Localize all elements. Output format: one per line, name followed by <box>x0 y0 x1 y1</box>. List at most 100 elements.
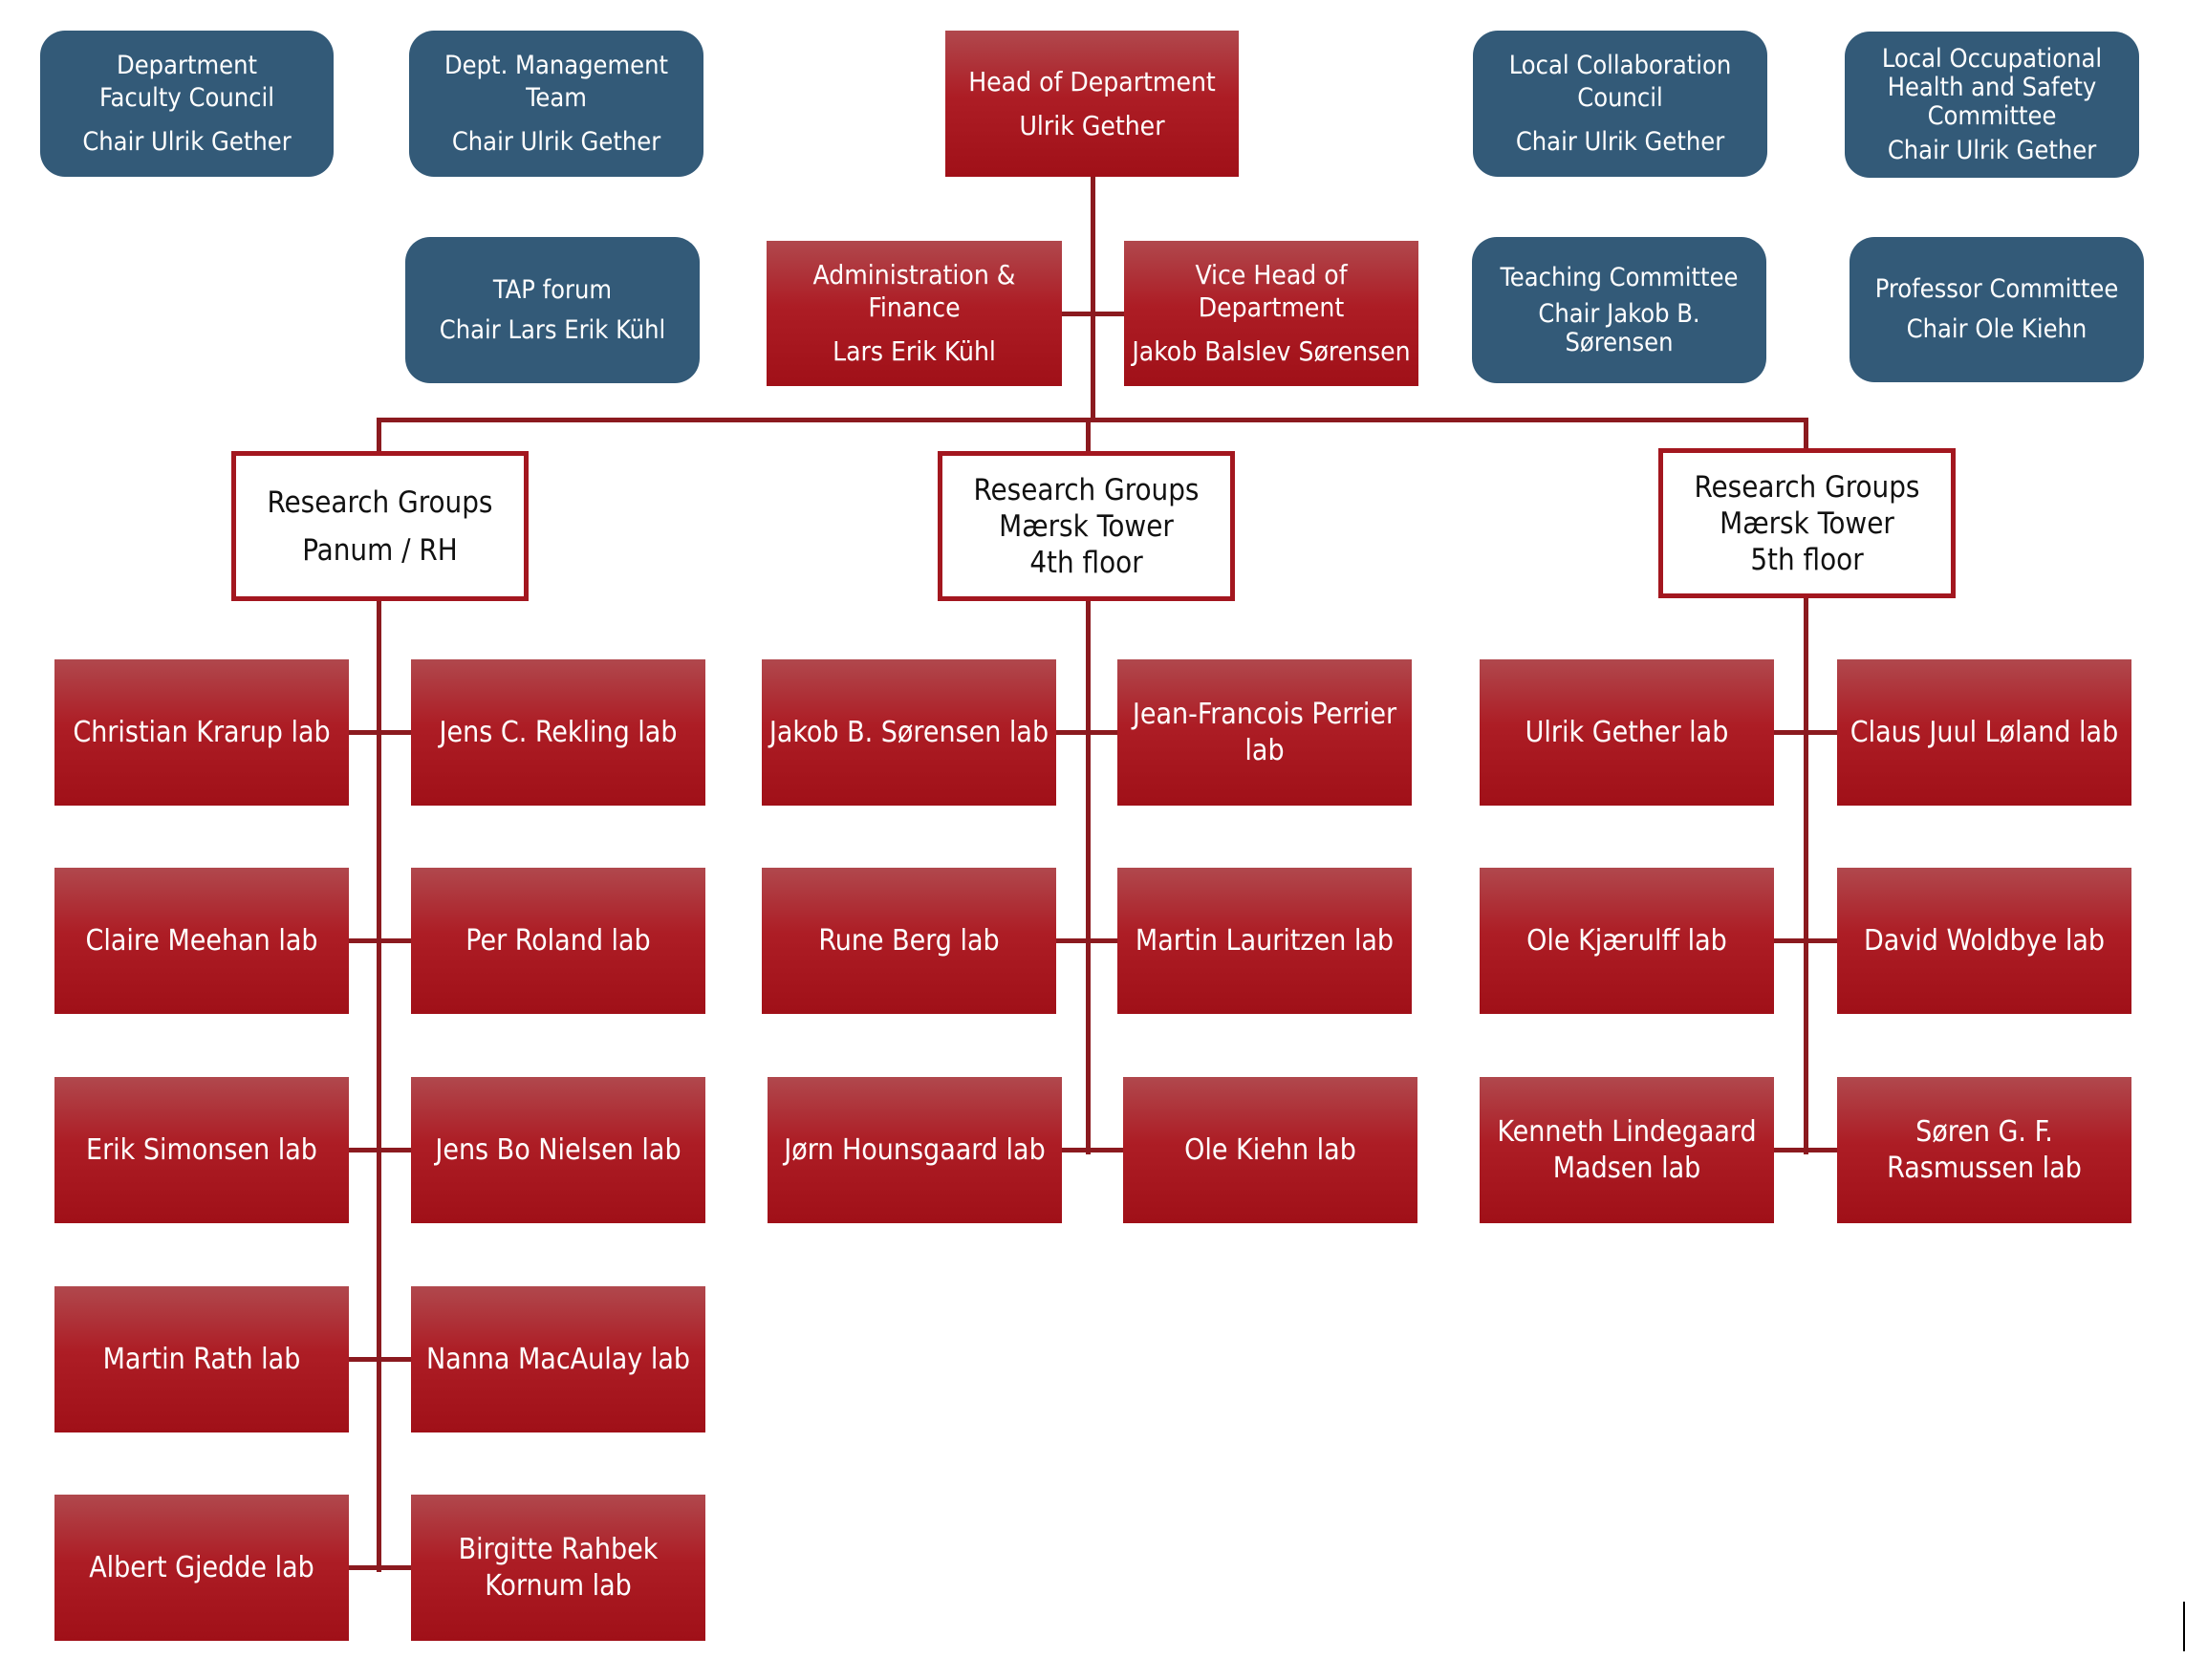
lab-name: Christian Krarup lab <box>73 715 331 749</box>
lab-box[interactable]: Jakob B. Sørensen lab <box>762 659 1056 806</box>
lab-box[interactable]: Christian Krarup lab <box>54 659 349 806</box>
connector-panum-drop <box>377 418 381 452</box>
branch-connector <box>1056 730 1117 735</box>
committee-chair: Chair Ulrik Gether <box>1515 126 1725 157</box>
branch-connector <box>1056 938 1117 943</box>
role-name: Ulrik Gether <box>1019 109 1165 141</box>
connector-groups-horizontal <box>377 418 1808 422</box>
lab-name: Birgitte Rahbek Kornum lab <box>458 1532 659 1603</box>
spine-panum <box>377 600 381 1572</box>
branch-connector <box>1062 1148 1123 1152</box>
head-of-department[interactable]: Head of Department Ulrik Gether <box>945 31 1239 177</box>
committee-chair: Chair Ulrik Gether <box>451 126 661 157</box>
branch-connector <box>1774 730 1837 735</box>
lab-name: Rune Berg lab <box>818 923 1000 958</box>
committee-title: Dept. Management Team <box>443 50 669 113</box>
lab-box[interactable]: David Woldbye lab <box>1837 868 2131 1014</box>
committee-title: Professor Committee <box>1874 274 2119 304</box>
connector-head-down <box>1091 177 1095 420</box>
lab-box[interactable]: Claire Meehan lab <box>54 868 349 1014</box>
lab-name: Jean-Francois Perrier lab <box>1132 697 1397 767</box>
group-location: Panum / RH <box>302 532 458 568</box>
lab-box[interactable]: Claus Juul Løland lab <box>1837 659 2131 806</box>
lab-name: Claus Juul Løland lab <box>1850 715 2119 749</box>
branch-connector <box>349 730 411 735</box>
group-floor: 4th floor <box>1029 545 1143 580</box>
lab-box[interactable]: Jørn Hounsgaard lab <box>768 1077 1062 1223</box>
lab-name: Jørn Hounsgaard lab <box>784 1132 1046 1167</box>
role-title: Head of Department <box>968 65 1216 97</box>
vice-head-of-department[interactable]: Vice Head of Department Jakob Balslev Sø… <box>1124 241 1418 386</box>
group-title: Research Groups <box>267 485 493 520</box>
lab-box[interactable]: Rune Berg lab <box>762 868 1056 1014</box>
committee-title: Department Faculty Council <box>99 50 274 113</box>
branch-connector <box>349 1148 411 1152</box>
committee-title: Local Collaboration Council <box>1508 50 1732 113</box>
lab-box[interactable]: Søren G. F. Rasmussen lab <box>1837 1077 2131 1223</box>
committee-chair: Chair Ulrik Gether <box>82 126 292 157</box>
group-header-panum[interactable]: Research Groups Panum / RH <box>231 451 529 601</box>
committee-title: TAP forum <box>492 274 613 305</box>
group-location: Mærsk Tower <box>1720 506 1894 541</box>
lab-name: Albert Gjedde lab <box>89 1550 314 1584</box>
role-name: Jakob Balslev Sørensen <box>1132 335 1411 367</box>
lab-box[interactable]: Jens Bo Nielsen lab <box>411 1077 705 1223</box>
committee-chair: Chair Ole Kiehn <box>1906 314 2088 344</box>
lab-name: Martin Rath lab <box>102 1342 301 1376</box>
spine-5th <box>1804 597 1808 1154</box>
branch-connector <box>1774 938 1837 943</box>
committee-local-ohs-committee[interactable]: Local Occupational Health and Safety Com… <box>1845 32 2139 178</box>
group-header-maersk-5th[interactable]: Research Groups Mærsk Tower 5th floor <box>1658 448 1956 598</box>
edge-cursor-mark <box>2183 1602 2185 1651</box>
lab-name: Claire Meehan lab <box>85 923 318 958</box>
lab-box[interactable]: Jean-Francois Perrier lab <box>1117 659 1412 806</box>
lab-box[interactable]: Erik Simonsen lab <box>54 1077 349 1223</box>
branch-connector <box>1774 1148 1837 1152</box>
committee-teaching-committee[interactable]: Teaching Committee Chair Jakob B. Sørens… <box>1472 237 1766 383</box>
group-floor: 5th floor <box>1750 542 1864 577</box>
lab-name: Erik Simonsen lab <box>86 1132 317 1167</box>
lab-name: Martin Lauritzen lab <box>1135 923 1395 958</box>
spine-4th <box>1086 600 1091 1154</box>
lab-name: Nanna MacAulay lab <box>425 1342 691 1376</box>
lab-name: Jens C. Rekling lab <box>439 715 678 749</box>
lab-box[interactable]: Ole Kiehn lab <box>1123 1077 1417 1223</box>
lab-box[interactable]: Martin Lauritzen lab <box>1117 868 1412 1014</box>
committee-title: Local Occupational Health and Safety Com… <box>1881 43 2103 131</box>
lab-box[interactable]: Birgitte Rahbek Kornum lab <box>411 1495 705 1641</box>
committee-chair: Chair Jakob B. Sørensen <box>1538 298 1700 357</box>
lab-box[interactable]: Kenneth Lindegaard Madsen lab <box>1480 1077 1774 1223</box>
lab-name: Kenneth Lindegaard Madsen lab <box>1497 1114 1757 1185</box>
lab-name: Søren G. F. Rasmussen lab <box>1887 1114 2082 1185</box>
lab-name: Jakob B. Sørensen lab <box>768 715 1049 749</box>
committee-department-faculty-council[interactable]: Department Faculty Council Chair Ulrik G… <box>40 31 334 177</box>
role-title: Administration & Finance <box>812 259 1016 323</box>
lab-box[interactable]: Jens C. Rekling lab <box>411 659 705 806</box>
lab-box[interactable]: Nanna MacAulay lab <box>411 1286 705 1432</box>
group-header-maersk-4th[interactable]: Research Groups Mærsk Tower 4th floor <box>938 451 1235 601</box>
committee-professor-committee[interactable]: Professor Committee Chair Ole Kiehn <box>1850 237 2144 382</box>
lab-box[interactable]: Albert Gjedde lab <box>54 1495 349 1641</box>
lab-name: Ole Kjærulff lab <box>1526 923 1727 958</box>
committee-dept-management-team[interactable]: Dept. Management Team Chair Ulrik Gether <box>409 31 703 177</box>
branch-connector <box>349 938 411 943</box>
branch-connector <box>349 1565 411 1570</box>
connector-4th-drop <box>1086 418 1091 452</box>
connector-admin-vice <box>1062 312 1124 316</box>
role-name: Lars Erik Kühl <box>833 335 996 367</box>
administration-finance[interactable]: Administration & Finance Lars Erik Kühl <box>767 241 1062 386</box>
lab-box[interactable]: Ulrik Gether lab <box>1480 659 1774 806</box>
committee-title: Teaching Committee <box>1500 262 1739 292</box>
lab-name: Jens Bo Nielsen lab <box>435 1132 681 1167</box>
committee-tap-forum[interactable]: TAP forum Chair Lars Erik Kühl <box>405 237 700 383</box>
lab-box[interactable]: Martin Rath lab <box>54 1286 349 1432</box>
lab-name: David Woldbye lab <box>1863 923 2106 958</box>
lab-name: Ole Kiehn lab <box>1184 1132 1356 1167</box>
committee-local-collaboration-council[interactable]: Local Collaboration Council Chair Ulrik … <box>1473 31 1767 177</box>
lab-box[interactable]: Per Roland lab <box>411 868 705 1014</box>
committee-chair: Chair Ulrik Gether <box>1887 135 2097 165</box>
connector-5th-drop <box>1804 418 1808 450</box>
group-title: Research Groups <box>973 472 1200 507</box>
lab-name: Ulrik Gether lab <box>1525 715 1729 749</box>
lab-box[interactable]: Ole Kjærulff lab <box>1480 868 1774 1014</box>
